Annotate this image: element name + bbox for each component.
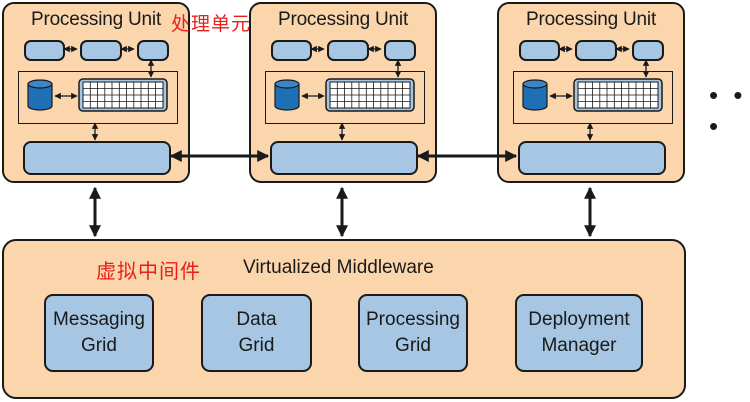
more-units-ellipsis: • • •: [709, 80, 747, 141]
deployment-manager: Deployment Manager: [515, 294, 643, 372]
processing-unit-title: Processing Unit: [277, 9, 409, 30]
unit-interface-bar: [518, 141, 666, 175]
data-storage-box: [265, 71, 425, 124]
middleware-title-cn: 虚拟中间件: [96, 259, 201, 283]
middleware-title: Virtualized Middleware: [243, 257, 434, 278]
messaging-grid-label: Messaging Grid: [53, 309, 145, 356]
data-storage-box: [513, 71, 673, 124]
processing-unit-2: Processing Unit: [249, 2, 437, 183]
component-pill: [575, 40, 617, 61]
processing-unit-1: Processing Unit: [2, 2, 190, 183]
processing-unit-3: Processing Unit: [497, 2, 685, 183]
component-pill: [327, 40, 369, 61]
data-grid: Data Grid: [201, 294, 312, 372]
component-pill: [271, 40, 312, 61]
data-storage-box: [18, 71, 178, 124]
processing-grid: Processing Grid: [358, 294, 468, 372]
deployment-manager-label: Deployment Manager: [528, 309, 630, 356]
processing-grid-label: Processing Grid: [366, 309, 460, 356]
component-pill: [519, 40, 560, 61]
processing-unit-title: Processing Unit: [30, 9, 162, 30]
component-pill: [632, 40, 664, 61]
component-pill: [137, 40, 169, 61]
messaging-grid: Messaging Grid: [44, 294, 154, 372]
unit-interface-bar: [23, 141, 171, 175]
data-grid-label: Data Grid: [236, 309, 277, 356]
component-pill: [24, 40, 65, 61]
component-pill: [80, 40, 122, 61]
unit-interface-bar: [270, 141, 418, 175]
processing-unit-title: Processing Unit: [525, 9, 657, 30]
processing-unit-title-cn: 处理单元: [171, 13, 252, 35]
component-pill: [384, 40, 416, 61]
